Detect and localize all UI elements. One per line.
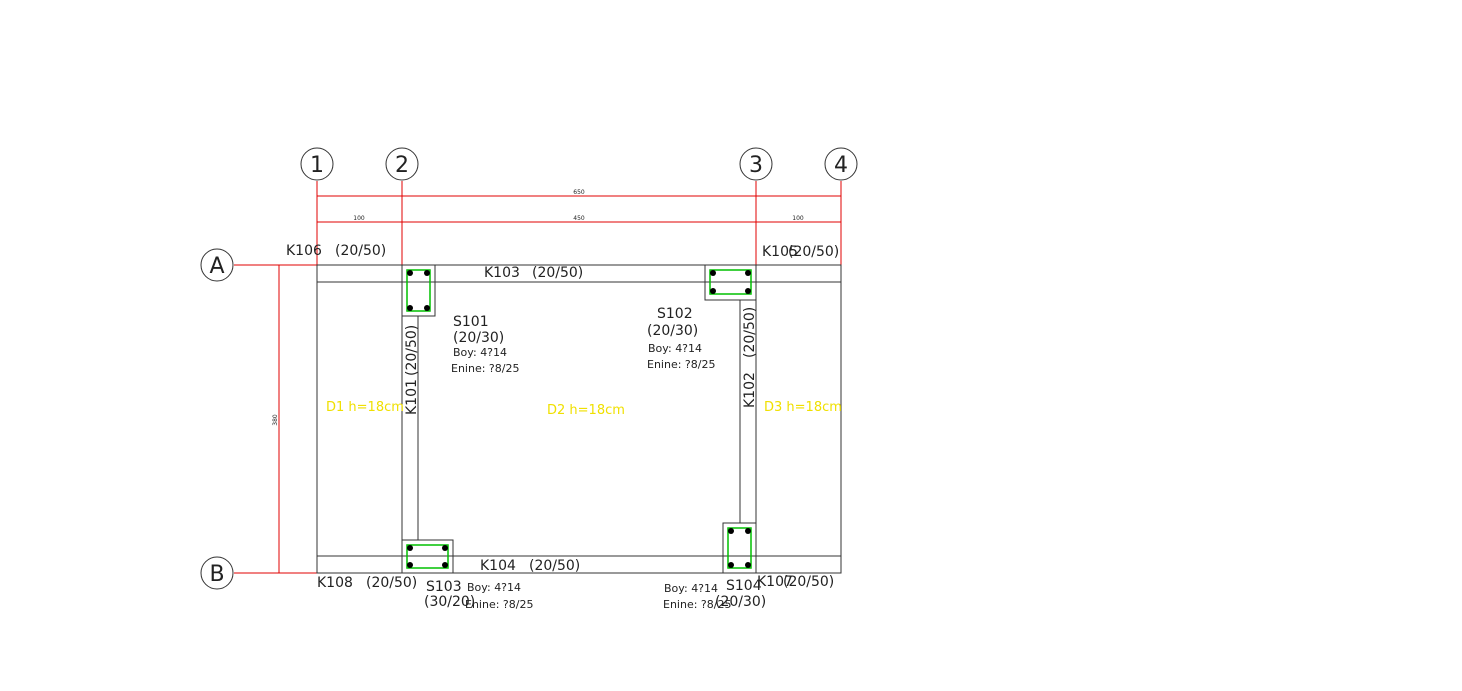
beam-label-k101: K101	[404, 379, 420, 415]
beam-label-k107: K107	[757, 574, 793, 590]
axis-label-1: 1	[310, 153, 324, 178]
beam-label-k108: K108	[317, 575, 353, 591]
column-label-s104: S104 (20/30) Boy: 4?14 Enine: ?8/25	[663, 578, 766, 611]
dimension-height: 380	[272, 414, 279, 426]
axis-label-4: 4	[834, 153, 848, 178]
column-etriye-s101: Enine: ?8/25	[451, 362, 519, 375]
beam-size-k102: (20/50)	[742, 307, 758, 358]
column-size-s104: (20/30)	[715, 594, 766, 610]
dimension-middle-span: 450	[573, 215, 585, 222]
column-name-s104: S104	[726, 578, 762, 594]
axis-label-3: 3	[749, 153, 763, 178]
column-size-s102: (20/30)	[647, 323, 698, 339]
column-outline-s102	[704, 264, 757, 301]
column-label-s102: S102 (20/30) Boy: 4?14 Enine: ?8/25	[647, 306, 715, 371]
axis-label-b: B	[209, 562, 224, 587]
beam-size-k104: (20/50)	[529, 558, 580, 574]
dimension-texts: 650 100 450 100 380	[272, 189, 804, 426]
column-etriye-s104: Enine: ?8/25	[663, 598, 731, 611]
column-label-s101: S101 (20/30) Boy: 4?14 Enine: ?8/25	[451, 314, 519, 375]
structure-outlines	[316, 264, 842, 574]
slab-labels: D1 h=18cm D2 h=18cm D3 h=18cm	[326, 400, 842, 418]
beam-label-k104: K104	[480, 558, 516, 574]
dimension-left-span: 100	[353, 215, 365, 222]
column-outline-s104	[722, 522, 757, 574]
column-etriye-s102: Enine: ?8/25	[647, 358, 715, 371]
axis-bubble-b: B	[200, 556, 234, 590]
axis-label-a: A	[209, 254, 224, 279]
dimension-right-span: 100	[792, 215, 804, 222]
beam-labels: K103 (20/50) K104 (20/50) K106 (20/50) K…	[286, 243, 839, 591]
beam-size-k103: (20/50)	[532, 265, 583, 281]
column-boy-s103: Boy: 4?14	[467, 581, 521, 594]
column-rebar-s101	[406, 269, 431, 312]
column-name-s102: S102	[657, 306, 693, 322]
column-rebar-s102	[709, 269, 752, 295]
column-boy-s102: Boy: 4?14	[648, 342, 702, 355]
column-outline-s101	[401, 264, 436, 317]
beam-size-k106: (20/50)	[335, 243, 386, 259]
column-boy-s104: Boy: 4?14	[664, 582, 718, 595]
dimension-total: 650	[573, 189, 585, 196]
axis-label-2: 2	[395, 153, 409, 178]
column-etriye-s103: Enine: ?8/25	[465, 598, 533, 611]
grid-lines	[234, 181, 842, 574]
column-rebar-s103	[406, 544, 449, 569]
column-size-s101: (20/30)	[453, 330, 504, 346]
column-boy-s101: Boy: 4?14	[453, 346, 507, 359]
axis-bubble-4: 4	[824, 147, 858, 181]
axis-bubble-2: 2	[385, 147, 419, 181]
beam-size-k107: (20/50)	[783, 574, 834, 590]
slab-label-d3: D3 h=18cm	[764, 400, 842, 415]
beam-label-k106: K106	[286, 243, 322, 259]
axis-bubbles: 1 2 3 4 A B	[200, 147, 858, 590]
column-label-s103: S103 (30/20) Boy: 4?14 Enine: ?8/25	[424, 579, 533, 611]
outer-boundary	[316, 264, 842, 574]
column-name-s103: S103	[426, 579, 462, 595]
beam-label-k103: K103	[484, 265, 520, 281]
beam-size-k101: (20/50)	[404, 325, 420, 376]
beam-label-k105: K105	[762, 244, 798, 260]
axis-bubble-a: A	[200, 248, 234, 282]
beam-size-k108: (20/50)	[366, 575, 417, 591]
column-name-s101: S101	[453, 314, 489, 330]
beam-label-k102: K102	[742, 372, 758, 408]
axis-bubble-3: 3	[739, 147, 773, 181]
slab-label-d1: D1 h=18cm	[326, 400, 404, 415]
column-rebar-s104	[727, 527, 752, 569]
column-outline-s103	[401, 539, 454, 574]
slab-label-d2: D2 h=18cm	[547, 403, 625, 418]
column-size-s103: (30/20)	[424, 594, 475, 610]
axis-bubble-1: 1	[300, 147, 334, 181]
beam-size-k105: (20/50)	[788, 244, 839, 260]
